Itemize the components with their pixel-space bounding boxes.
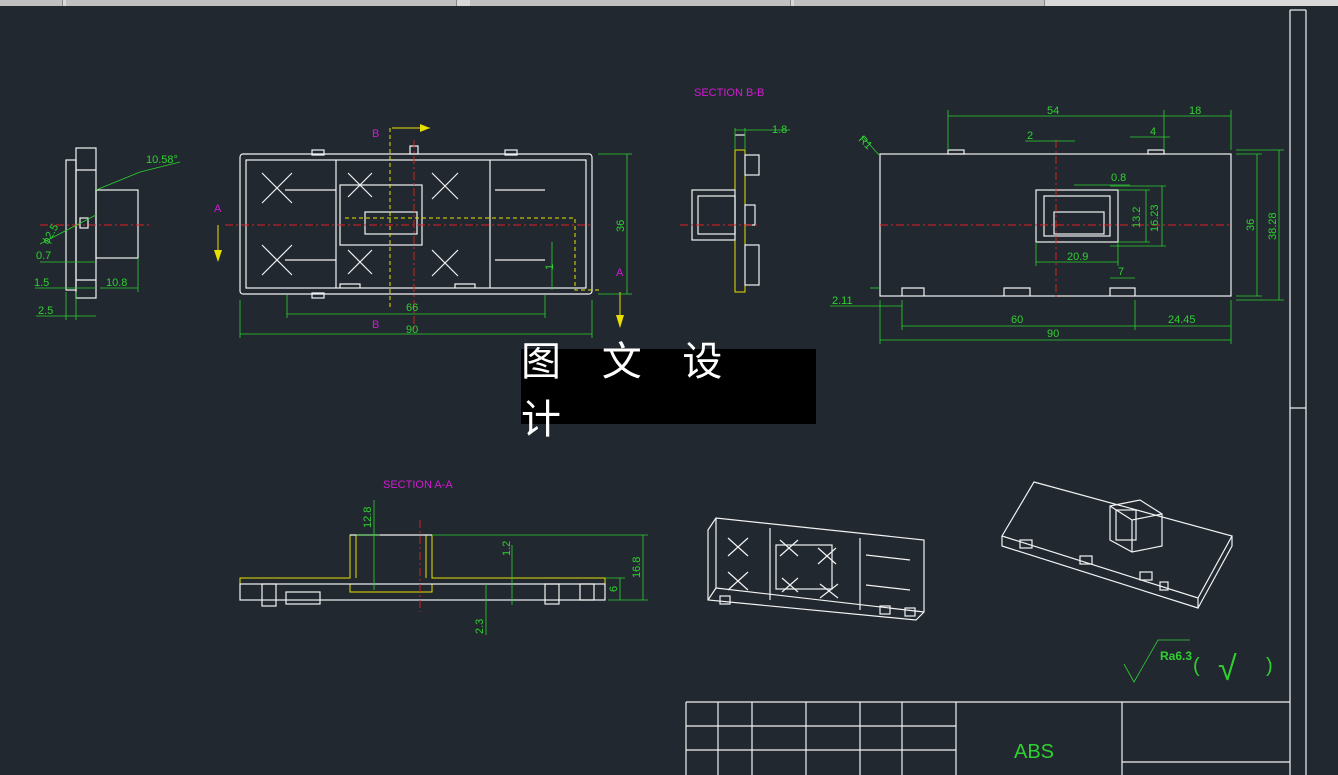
roughness-symbol	[1123, 639, 1190, 683]
dim-13-2: 13.2	[1131, 207, 1143, 228]
dim-16-8: 16.8	[631, 557, 643, 578]
section-bb-title: SECTION B-B	[694, 87, 764, 99]
dim-angle: 10.58°	[146, 154, 178, 166]
window-top-bar	[0, 0, 1338, 6]
cut-letter-a-left: A	[214, 203, 222, 215]
cut-letter-b-bottom: B	[372, 319, 379, 331]
tab-2[interactable]	[66, 0, 457, 6]
tab-3[interactable]	[470, 0, 791, 6]
roughness-open-paren: (	[1193, 655, 1200, 677]
dim-width-90: 90	[406, 324, 418, 336]
dim-24-45: 24.45	[1168, 314, 1196, 326]
title-block	[685, 701, 1290, 775]
dim-0-8: 0.8	[1111, 172, 1126, 184]
section-aa-view	[239, 500, 648, 635]
material-label: ABS	[1014, 741, 1054, 763]
dim-4: 4	[1150, 126, 1156, 138]
tab-1[interactable]	[0, 0, 63, 6]
cut-letter-b-top: B	[372, 128, 379, 140]
roughness-label: Ra6.3	[1160, 649, 1192, 663]
section-bb-view	[680, 128, 790, 293]
left-side-view	[35, 147, 181, 320]
dim-inner-66: 66	[406, 302, 418, 314]
dim-2-3: 2.3	[474, 619, 486, 634]
tab-4[interactable]	[794, 0, 1045, 6]
dim-10-8: 10.8	[106, 277, 127, 289]
dim-60: 60	[1011, 314, 1023, 326]
roughness-close-paren: )	[1266, 655, 1273, 677]
dim-38-28: 38.28	[1267, 212, 1279, 240]
dim-6: 6	[608, 586, 620, 592]
dim-20-9: 20.9	[1067, 251, 1088, 263]
dim-radius: R1	[856, 134, 874, 152]
right-view	[830, 110, 1284, 344]
dim-small-1: 1	[544, 264, 556, 270]
dim-1-2: 1.2	[501, 541, 513, 556]
dim-1-5: 1.5	[34, 277, 49, 289]
dim-2-11: 2.11	[832, 295, 853, 307]
dim-height-36: 36	[615, 220, 627, 232]
cut-letter-a-right: A	[616, 267, 624, 279]
drawing-frame	[1289, 9, 1307, 775]
roughness-check: √	[1218, 650, 1237, 688]
top-view	[214, 124, 632, 338]
section-aa-title: SECTION A-A	[383, 479, 453, 491]
dim-90-right: 90	[1047, 328, 1059, 340]
watermark-banner: 图 文 设 计	[521, 339, 816, 443]
dim-0-7: 0.7	[36, 250, 51, 262]
dim-2-5: 2.5	[38, 305, 53, 317]
dim-2: 2	[1027, 130, 1033, 142]
dim-54: 54	[1047, 105, 1059, 117]
dim-12-8: 12.8	[362, 507, 374, 528]
dim-7: 7	[1118, 266, 1124, 278]
dim-16-23: 16.23	[1149, 204, 1161, 232]
isometric-view-open	[707, 517, 925, 621]
dim-18: 18	[1189, 105, 1201, 117]
dim-thickness-1-8: 1.8	[772, 124, 787, 136]
dim-36-right: 36	[1245, 219, 1257, 231]
isometric-view-closed	[1001, 481, 1233, 609]
